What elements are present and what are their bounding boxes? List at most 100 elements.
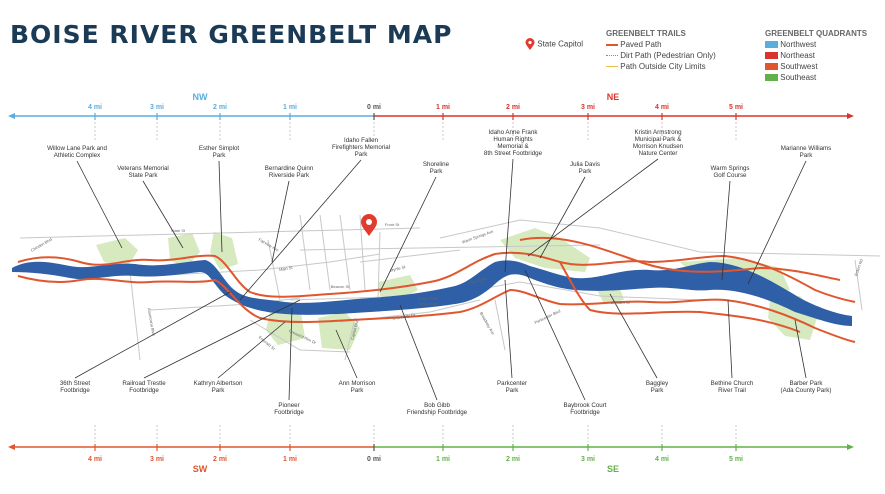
bottom-distance-scale <box>8 444 854 450</box>
street-label: Beacon St <box>331 284 350 289</box>
legend-trail-label: Path Outside City Limits <box>620 62 706 71</box>
callout-bottom-leader <box>727 299 733 379</box>
callout-top-leader <box>218 160 223 253</box>
callout-top-leader <box>721 180 731 281</box>
paved-paths <box>17 236 856 343</box>
legend-trail-paved: Paved Path <box>606 40 662 49</box>
street-label: Eckert Rd <box>853 258 864 276</box>
legend-quadrants-heading: GREENBELT QUADRANTS <box>765 29 868 38</box>
outside-path-swatch <box>606 66 618 68</box>
legend-capitol: State Capitol <box>525 38 583 51</box>
park-willow-lane <box>96 238 138 266</box>
legend-trail-outside: Path Outside City Limits <box>606 62 706 71</box>
callout-bottom-leader <box>288 307 293 401</box>
callout-top-leader <box>747 160 807 285</box>
legend-quadrant-nw: Northwest <box>765 40 816 49</box>
top-scale-tick-label: 5 mi <box>729 104 743 111</box>
callout-top-leader <box>504 158 514 273</box>
top-scale-tick-label: 1 mi <box>436 104 450 111</box>
top-scale-tick-label: 2 mi <box>506 104 520 111</box>
top-scale-tick-label: 1 mi <box>283 104 297 111</box>
callout-bottom-leader <box>143 299 301 379</box>
callout-bottom-leader <box>217 321 286 379</box>
park-baggley <box>596 283 624 304</box>
street-label: University Dr <box>392 312 416 321</box>
callout-bottom-leader <box>504 279 513 379</box>
callout-top-leader <box>379 176 437 293</box>
legend-quadrant-ne: Northeast <box>765 51 815 60</box>
callout-bottom-leader <box>609 293 658 379</box>
park-kristin-armstrong <box>500 228 590 272</box>
callout-top-leader <box>142 180 184 249</box>
callout-top-leader <box>527 158 659 257</box>
park-esther-simplot <box>210 232 238 270</box>
street-grid <box>19 214 881 361</box>
top-left-quadrant-label: NW <box>193 92 208 102</box>
capitol-marker-icon <box>525 38 535 50</box>
top-right-quadrant-label: NE <box>607 92 620 102</box>
street-label: Capitol Blvd <box>349 319 359 341</box>
quadrant-swatch <box>765 63 778 71</box>
state-capitol-marker-icon <box>361 214 377 236</box>
park-kathryn-albertson <box>266 306 305 345</box>
park-julia-davis <box>378 275 418 300</box>
bottom-scale-tick-label: 3 mi <box>581 456 595 463</box>
legend-trails-heading: GREENBELT TRAILS <box>606 29 686 38</box>
top-scale-tick-label: 4 mi <box>88 104 102 111</box>
park-ann-morrison <box>318 312 360 350</box>
street-label: Warm Springs Ave <box>461 228 494 244</box>
legend-trail-label: Dirt Path (Pedestrian Only) <box>620 51 716 60</box>
top-scale-tick-label: 4 mi <box>655 104 669 111</box>
legend-quadrant-label: Northeast <box>780 51 815 60</box>
street-label: Myrtle St <box>389 264 406 273</box>
callout-bottom-leader <box>335 329 358 379</box>
callout-bottom-leader <box>794 319 807 379</box>
top-distance-scale <box>8 113 854 119</box>
street-label: Parkcenter Blvd <box>534 308 562 324</box>
legend-trail-dirt: Dirt Path (Pedestrian Only) <box>606 51 716 60</box>
street-label: Orchard St <box>610 300 630 305</box>
bottom-scale-tick-label: 0 mi <box>367 456 381 463</box>
street-label: Fairview Ave <box>258 237 281 253</box>
street-label: Broadway Ave <box>479 311 496 336</box>
bottom-scale-tick-label: 4 mi <box>88 456 102 463</box>
callout-top-leader <box>76 160 123 249</box>
bottom-scale-tick-label: 5 mi <box>729 456 743 463</box>
legend-trail-label: Paved Path <box>620 40 662 49</box>
street-label: Front St <box>385 222 400 227</box>
street-label: Americana Blvd <box>147 308 157 336</box>
callout-top-leader <box>271 180 290 263</box>
callout-bottom-leader <box>74 291 231 379</box>
legend-quadrant-sw: Southwest <box>765 62 818 71</box>
legend-quadrant-label: Northwest <box>780 40 817 49</box>
quadrant-swatch <box>765 74 778 82</box>
bottom-scale-tick-label: 3 mi <box>150 456 164 463</box>
street-label: Chinden Blvd <box>30 237 53 253</box>
callout-bottom-leader <box>399 304 438 401</box>
street-label: Park Blvd <box>469 276 487 285</box>
park-veterans-memorial <box>168 233 200 268</box>
bottom-left-quadrant-label: SW <box>193 464 208 474</box>
callout-top-leader <box>239 159 362 301</box>
quadrant-swatch <box>765 52 778 60</box>
legend-quadrant-label: Southwest <box>780 62 818 71</box>
bottom-scale-tick-label: 2 mi <box>506 456 520 463</box>
top-scale-tick-label: 3 mi <box>581 104 595 111</box>
